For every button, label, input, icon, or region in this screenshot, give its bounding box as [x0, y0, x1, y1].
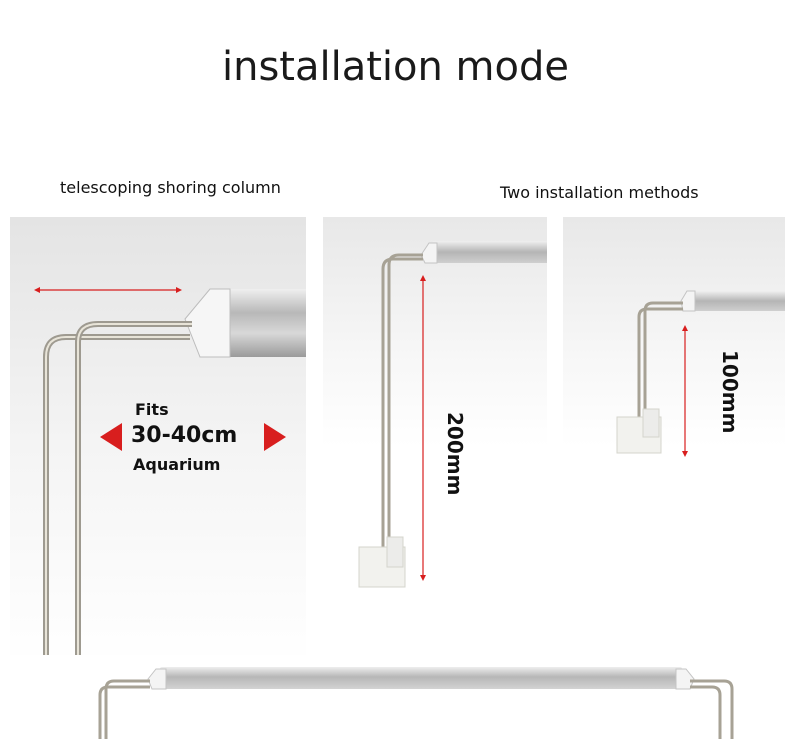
- aquarium-label: Aquarium: [133, 455, 221, 474]
- telescoping-column-heading: telescoping shoring column: [60, 178, 281, 197]
- height-200mm-label: 200mm: [443, 412, 467, 496]
- installation-methods-heading: Two installation methods: [500, 183, 699, 202]
- method-100mm-image: [563, 217, 785, 597]
- full-light-image: [0, 655, 791, 739]
- fits-label: Fits: [135, 400, 169, 419]
- page-title: installation mode: [221, 44, 569, 90]
- height-100mm-label: 100mm: [718, 350, 742, 434]
- fits-range: 30-40cm: [131, 423, 238, 448]
- telescoping-bracket-image: [10, 217, 306, 667]
- method-200mm-image: [323, 217, 547, 597]
